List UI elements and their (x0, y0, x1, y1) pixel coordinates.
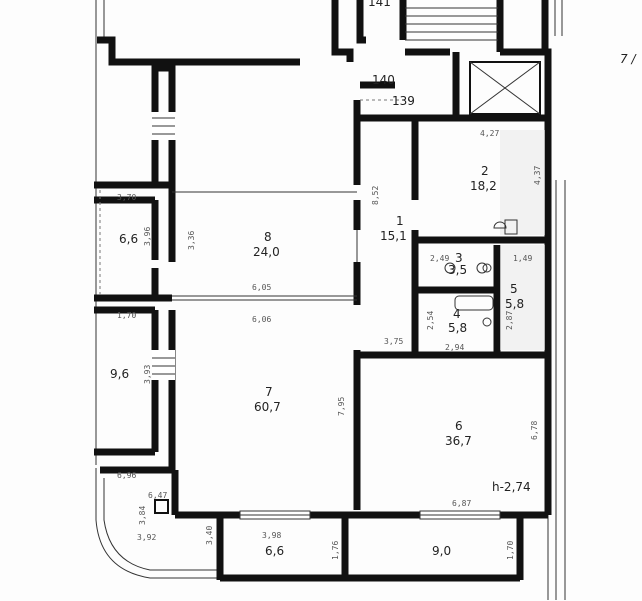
stair-elevator (405, 7, 541, 115)
dim-1-76: 1,76 (331, 541, 340, 560)
bathroom-fixtures (444, 221, 507, 327)
balcony-area-bottom-right: 9,0 (432, 544, 451, 558)
dim-2-87: 2,87 (505, 311, 514, 330)
dim-3-70: 3,70 (117, 193, 136, 202)
ceiling-height: h-2,74 (492, 480, 531, 494)
room-8-area: 24,0 (253, 245, 280, 259)
room-1-area: 15,1 (380, 229, 407, 243)
dim-2-49: 2,49 (430, 254, 449, 263)
dim-6-78: 6,78 (530, 421, 539, 440)
dim-6-06: 6,06 (252, 315, 271, 324)
dim-2-54: 2,54 (426, 311, 435, 330)
labels: 141 7 / 140 139 1 15,1 2 18,2 3 3,5 4 5,… (110, 0, 637, 558)
window-openings (152, 112, 501, 520)
walls (94, 0, 552, 582)
room-6-area: 36,7 (445, 434, 472, 448)
room-3-number: 3 (455, 251, 463, 265)
dim-7-95: 7,95 (337, 397, 346, 416)
dim-4-27: 4,27 (480, 129, 499, 138)
dim-3-84: 3,84 (138, 506, 147, 525)
dim-6-96: 6,96 (117, 471, 136, 480)
dim-3-98: 3,98 (262, 531, 281, 540)
room-5-number: 5 (510, 282, 518, 296)
room-4-area: 5,8 (448, 321, 467, 335)
stair-label-139: 139 (392, 94, 415, 108)
balcony-area-bottom-left: 6,6 (265, 544, 284, 558)
dim-3-36: 3,36 (187, 231, 196, 250)
balcony-area-left-top: 6,6 (119, 232, 138, 246)
dim-3-93: 3,93 (143, 365, 152, 384)
room-2-area: 18,2 (470, 179, 497, 193)
top-label: 141 (368, 0, 391, 9)
room-8-number: 8 (264, 230, 272, 244)
internal-lines (99, 99, 410, 301)
balcony-area-left-bottom: 9,6 (110, 367, 129, 381)
room-6-number: 6 (455, 419, 463, 433)
dim-3-92: 3,92 (137, 533, 156, 542)
dim-1-70-right: 1,70 (506, 541, 515, 560)
dim-3-40: 3,40 (205, 526, 214, 545)
room-7-number: 7 (265, 385, 273, 399)
dim-6-87: 6,87 (452, 499, 471, 508)
service-zones (500, 130, 545, 350)
dim-3-75: 3,75 (384, 337, 403, 346)
side-label: 7 / (620, 52, 637, 66)
room-5-area: 5,8 (505, 297, 524, 311)
dim-8-52: 8,52 (371, 186, 380, 205)
room-4-number: 4 (453, 307, 461, 321)
dimension-labels: 4,27 8,52 4,37 2,49 1,49 6,05 6,06 3,75 … (117, 129, 542, 560)
dim-4-37: 4,37 (533, 166, 542, 185)
room-7-area: 60,7 (254, 400, 281, 414)
dim-3-96: 3,96 (143, 227, 152, 246)
dim-1-70-left: 1,70 (117, 311, 136, 320)
stair-label-140: 140 (372, 73, 395, 87)
dim-2-94: 2,94 (445, 343, 464, 352)
room-3-area: 3,5 (448, 263, 467, 277)
dim-1-49: 1,49 (513, 254, 532, 263)
room-2-number: 2 (481, 164, 489, 178)
column-marker (154, 499, 169, 514)
room-1-number: 1 (396, 214, 404, 228)
dim-6-47: 6,47 (148, 491, 167, 500)
dim-6-05: 6,05 (252, 283, 271, 292)
